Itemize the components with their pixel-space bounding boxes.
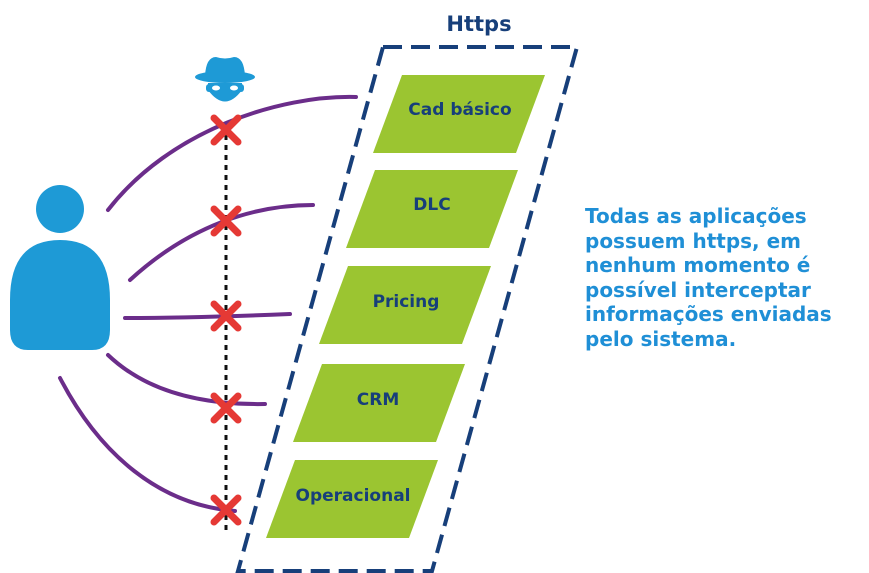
app-box-label: Operacional (296, 486, 411, 506)
block-x-icon (210, 392, 242, 424)
connection-line (123, 312, 292, 320)
block-x-icon (210, 205, 242, 237)
connection-line (106, 353, 267, 407)
block-x-icon (210, 494, 242, 526)
app-box-label: CRM (357, 390, 399, 410)
note-line: nenhum momento é (585, 253, 811, 277)
app-box-operacional: Operacional (266, 460, 438, 538)
app-box-label: Cad básico (408, 100, 511, 120)
app-box-crm: CRM (293, 364, 465, 442)
app-box-dlc: DLC (346, 170, 518, 248)
connection-line (58, 376, 237, 513)
app-box-label: DLC (413, 195, 450, 215)
user-icon (10, 185, 110, 350)
app-box-cad-basico: Cad básico (373, 75, 545, 153)
app-box-pricing: Pricing (319, 266, 491, 344)
https-title: Https (446, 12, 511, 36)
note-line: Todas as aplicações (585, 204, 807, 228)
block-x-icon (210, 114, 242, 146)
spy-icon (195, 57, 255, 102)
note-line: informações enviadas (585, 302, 832, 326)
note-line: pelo sistema. (585, 326, 737, 351)
https-dashed-container (235, 45, 580, 573)
block-x-icon (210, 300, 242, 332)
https-explanation-note: Todas as aplicações possuem https, em ne… (585, 204, 865, 351)
block-marks (210, 114, 242, 526)
note-line: possível interceptar (585, 277, 811, 302)
app-box-label: Pricing (373, 292, 440, 312)
connection-line (106, 94, 358, 212)
note-line: possuem https, em (585, 228, 802, 253)
